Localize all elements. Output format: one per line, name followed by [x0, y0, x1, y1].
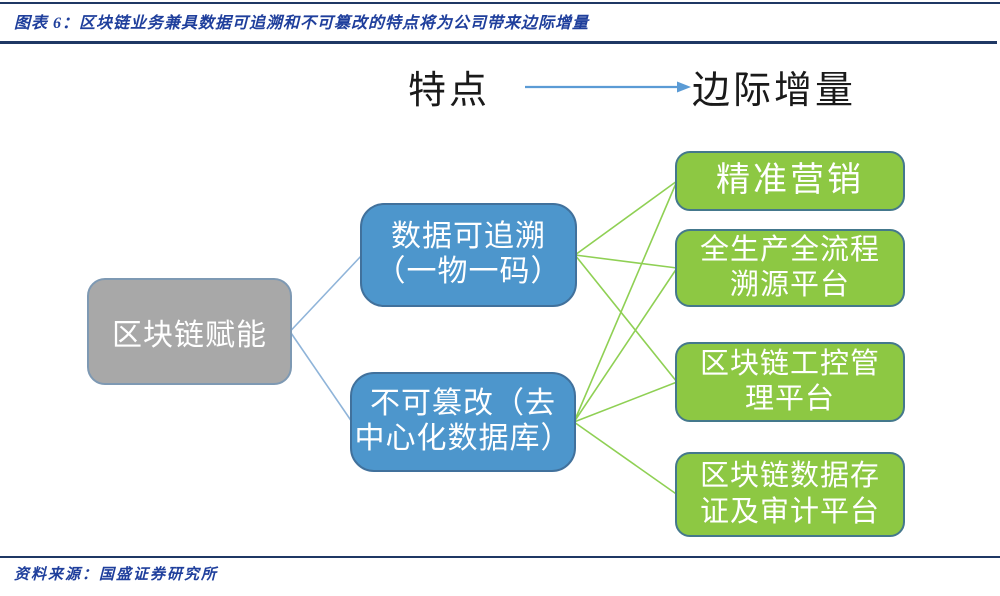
increment-node-traceability-platform: 全生产全流程 溯源平台	[675, 229, 905, 307]
connector-lines	[289, 180, 678, 496]
footer-rule	[0, 556, 1000, 558]
increment-node-data-certification-platform: 区块链数据存 证及审计平台	[675, 452, 905, 537]
root-node-blockchain-empowerment: 区块链赋能	[87, 278, 292, 385]
increments-column-header: 边际增量	[692, 70, 857, 112]
figure-caption: 图表 6：区块链业务兼具数据可追溯和不可篡改的特点将为公司带来边际增量	[14, 15, 590, 32]
caption-top-rule	[0, 2, 1000, 4]
feature-node-data-traceable: 数据可追溯 （一物一码）	[360, 203, 577, 307]
features-column-header: 特点	[408, 70, 491, 112]
right-arrow-icon	[525, 81, 691, 93]
source-note: 资料来源：国盛证券研究所	[14, 567, 219, 583]
increment-node-precision-marketing: 精准营销	[675, 151, 905, 211]
diagram-canvas: 特点 边际增量 区块链赋能 数据可追溯 （一物一码） 不可篡改（去 中心化数据库…	[0, 45, 1000, 555]
increment-node-industrial-control-platform: 区块链工控管 理平台	[675, 342, 905, 422]
feature-node-immutable: 不可篡改（去 中心化数据库）	[350, 372, 576, 472]
caption-rule	[0, 41, 997, 44]
